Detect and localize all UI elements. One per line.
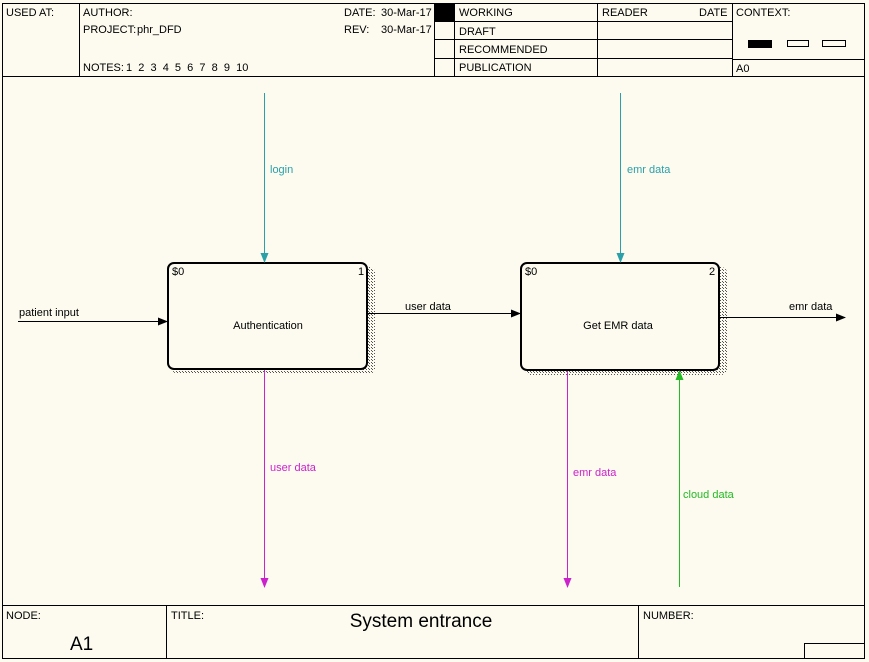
title-label: TITLE: — [171, 610, 204, 622]
process-name: Authentication — [233, 320, 303, 332]
arrow-user-data-down[interactable]: user data — [260, 370, 317, 588]
arrow-label: login — [270, 164, 293, 176]
process-cost: $0 — [525, 266, 537, 278]
project-label: PROJECT: — [83, 24, 136, 36]
diagram-title: System entrance — [350, 611, 493, 632]
arrow-label: emr data — [789, 301, 833, 313]
rev-value: 30-Mar-17 — [381, 24, 432, 36]
rev-label: REV: — [344, 24, 369, 36]
status-recommended: RECOMMENDED — [459, 44, 548, 56]
process-name: Get EMR data — [583, 320, 654, 332]
arrow-label: emr data — [573, 467, 617, 479]
context-label: CONTEXT: — [736, 7, 790, 19]
status-working: WORKING — [459, 7, 513, 19]
process-cost: $0 — [172, 266, 184, 278]
used-at-label: USED AT: — [6, 7, 54, 19]
footer-block: NODE: A1 TITLE: System entrance NUMBER: — [2, 605, 865, 659]
author-label: AUTHOR: — [83, 7, 133, 19]
process-box-authentication[interactable]: $0 1 Authentication — [167, 262, 375, 374]
outer-border — [2, 3, 865, 659]
reader-label: READER — [602, 7, 648, 19]
arrow-label: patient input — [19, 307, 79, 319]
date-value: 30-Mar-17 — [381, 7, 432, 19]
arrow-label: user data — [405, 301, 452, 313]
context-node: A0 — [736, 63, 749, 75]
arrow-emr-data-output[interactable]: emr data — [720, 301, 846, 322]
arrow-emr-data-control[interactable]: emr data — [616, 93, 672, 263]
date-label: DATE: — [344, 7, 376, 19]
arrow-emr-data-down[interactable]: emr data — [563, 371, 618, 588]
status-publication: PUBLICATION — [459, 62, 532, 74]
arrow-label: cloud data — [683, 489, 735, 501]
notes-label: NOTES: — [83, 62, 124, 74]
context-box — [787, 40, 809, 47]
context-box-current — [748, 40, 772, 48]
status-working-marker — [435, 4, 454, 21]
number-label: NUMBER: — [643, 610, 694, 622]
project-value: phr_DFD — [137, 24, 182, 36]
arrow-patient-input[interactable]: patient input — [18, 307, 168, 326]
context-box — [822, 40, 846, 47]
node-label: NODE: — [6, 610, 41, 622]
process-box-outline — [167, 262, 368, 370]
process-number: 1 — [358, 266, 364, 278]
process-box-outline — [520, 262, 720, 371]
reader-date-label: DATE — [699, 7, 728, 19]
arrow-cloud-data[interactable]: cloud data — [675, 370, 735, 587]
arrow-login[interactable]: login — [260, 93, 294, 263]
process-box-get-emr-data[interactable]: $0 2 Get EMR data — [520, 262, 727, 375]
notes-numbers: 1 2 3 4 5 6 7 8 9 10 — [126, 62, 248, 74]
number-box — [804, 643, 865, 659]
status-draft: DRAFT — [459, 26, 496, 38]
arrow-label: emr data — [627, 164, 671, 176]
node-value: A1 — [70, 634, 93, 655]
arrow-label: user data — [270, 462, 317, 474]
header-block: USED AT: AUTHOR: PROJECT: phr_DFD NOTES:… — [2, 4, 865, 77]
process-number: 2 — [709, 266, 715, 278]
arrow-user-data-between[interactable]: user data — [368, 301, 521, 318]
